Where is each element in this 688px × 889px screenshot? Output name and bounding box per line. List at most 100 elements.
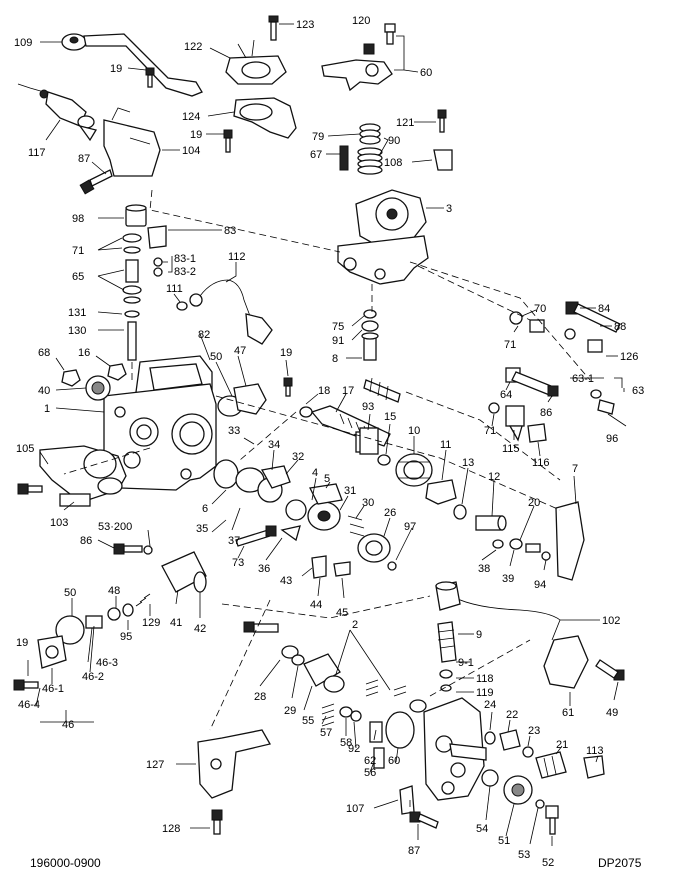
part-label: 111 <box>166 283 183 295</box>
part-label: 47 <box>234 345 246 357</box>
drawing-number: 196000-0900 <box>30 856 101 870</box>
washer-53 <box>535 799 545 809</box>
part-label: 17 <box>342 385 354 397</box>
part-label: 104 <box>182 145 200 157</box>
spring-129 <box>135 593 151 607</box>
bolt-128 <box>211 809 223 835</box>
washer-15 <box>377 454 391 466</box>
washer-29b <box>291 654 305 666</box>
valve-21 <box>535 751 567 779</box>
part-label: 24 <box>484 699 496 711</box>
part-label: 118 <box>476 673 494 685</box>
part-label: 98 <box>72 213 84 225</box>
part-label: 41 <box>170 617 182 629</box>
part-label: 117 <box>28 147 46 159</box>
part-label: 122 <box>184 41 202 53</box>
bolt-19-mid-shank <box>225 137 231 153</box>
part-label: 22 <box>506 709 518 721</box>
part-label: 63-1 <box>572 373 594 385</box>
valve-9 <box>437 621 457 692</box>
valve-103 <box>39 445 141 507</box>
part-label: 58 <box>340 737 352 749</box>
part-label: 120 <box>352 15 370 27</box>
part-label: 71 <box>484 425 496 437</box>
part-label: 119 <box>476 687 494 699</box>
part-label: 2 <box>352 619 358 631</box>
cap-51 <box>503 775 533 805</box>
bolt-87-top <box>79 169 113 195</box>
part-label: 35 <box>196 523 208 535</box>
oring-131 <box>124 310 140 318</box>
spring-79-90 <box>357 123 383 175</box>
part-label: 60 <box>420 67 432 79</box>
part-label: 87 <box>78 153 90 165</box>
part-label: 79 <box>312 131 324 143</box>
part-label: 13 <box>462 457 474 469</box>
part-label: 90 <box>388 135 400 147</box>
part-label: 73 <box>232 557 244 569</box>
right-group-84-88 <box>509 301 621 353</box>
part-label: 43 <box>280 575 292 587</box>
part-label: 9-1 <box>458 657 474 669</box>
spring-8-rod <box>363 377 401 403</box>
part-label: 86 <box>540 407 552 419</box>
bracket-107 <box>399 785 415 815</box>
part-label: 46-4 <box>18 699 40 711</box>
oring-18 <box>299 406 313 418</box>
part-label: 124 <box>182 111 200 123</box>
part-label: 42 <box>194 623 206 635</box>
part-label: 128 <box>162 823 180 835</box>
plate-93 <box>359 427 379 455</box>
bracket-7 <box>555 501 585 581</box>
part-label: 10 <box>408 425 420 437</box>
link-rod-part <box>61 33 203 97</box>
pin-67 <box>339 145 349 171</box>
part-label: 51 <box>498 835 510 847</box>
part-label: 126 <box>620 351 638 363</box>
part-label: 86 <box>80 535 92 547</box>
part-label: 83-1 <box>174 253 196 265</box>
part-label: 102 <box>602 615 620 627</box>
cover-122 <box>225 39 287 85</box>
part-label: 97 <box>404 521 416 533</box>
part-label: 40 <box>38 385 50 397</box>
part-label: 121 <box>396 117 414 129</box>
washer-71b <box>488 402 500 414</box>
part-label: 93 <box>362 401 374 413</box>
solenoid-117 <box>17 83 98 142</box>
part-label: 3 <box>446 203 452 215</box>
oring-54 <box>481 769 499 787</box>
figure-code: DP2075 <box>598 856 642 870</box>
bolt-19-right <box>283 377 293 397</box>
part-label: 19 <box>110 63 122 75</box>
bolt-19-top <box>145 67 155 76</box>
part-label: 95 <box>120 631 132 643</box>
part-label: 108 <box>384 157 402 169</box>
part-label: 105 <box>16 443 34 455</box>
part-label: 52 <box>542 857 554 869</box>
part-label: 127 <box>146 759 164 771</box>
part-22 <box>499 729 521 751</box>
bolt-28 <box>243 621 279 633</box>
gear-10 <box>395 453 433 487</box>
part-label: 19 <box>190 129 202 141</box>
part-label: 5 <box>324 473 330 485</box>
bolt-105 <box>17 483 43 495</box>
part-label: 123 <box>296 19 314 31</box>
washer-48 <box>107 607 121 621</box>
bolt-73 <box>235 525 277 547</box>
cover-46-1 <box>37 635 67 669</box>
washer-29 <box>281 645 299 659</box>
part-label: 53·200 <box>98 521 132 533</box>
part-45 <box>333 561 351 577</box>
bracket-127 <box>197 729 271 799</box>
key-36 <box>280 525 301 542</box>
part-label: 68 <box>38 347 50 359</box>
part-11 <box>425 479 457 505</box>
part-label: 46-2 <box>82 671 104 683</box>
part-label: 67 <box>310 149 322 161</box>
part-label: 82 <box>198 329 210 341</box>
main-housing-82 <box>103 355 217 491</box>
part-label: 107 <box>346 803 364 815</box>
